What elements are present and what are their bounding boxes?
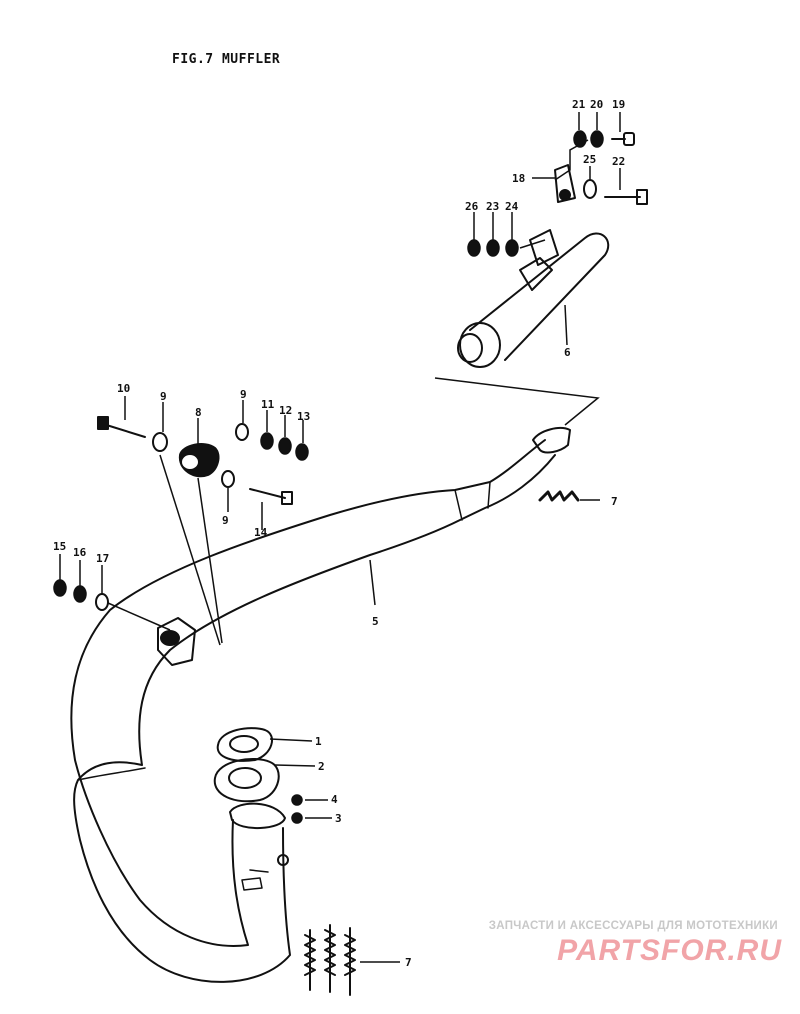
callout-9-c: 9 (222, 514, 229, 527)
exhaust-pipe (70, 427, 571, 983)
nut-4 (291, 794, 303, 806)
washer-25 (583, 179, 597, 199)
callout-11: 11 (261, 398, 275, 411)
spring-upper (538, 490, 580, 502)
callout-10: 10 (117, 382, 130, 395)
callout-1: 1 (315, 735, 322, 748)
nut-26 (467, 239, 481, 257)
bolt-14 (249, 488, 293, 505)
washer-9-lower (221, 470, 235, 488)
nut-23 (486, 239, 500, 257)
washer-9-left (152, 432, 168, 452)
callout-21: 21 (572, 98, 586, 111)
callout-2: 2 (318, 760, 325, 773)
bolt-3 (291, 812, 303, 824)
nut-15 (53, 579, 67, 597)
callout-9-a: 9 (160, 390, 167, 403)
nut-24 (505, 239, 519, 257)
figure-title: FIG.7 MUFFLER (172, 52, 281, 67)
callout-12: 12 (279, 404, 292, 417)
callout-26: 26 (465, 200, 479, 213)
bolt-10 (97, 416, 146, 438)
callout-7-lower: 7 (405, 956, 412, 969)
callout-14: 14 (254, 526, 268, 539)
muffler-bracket (554, 164, 576, 203)
callout-25: 25 (583, 153, 596, 166)
callout-4: 4 (331, 793, 338, 806)
callout-3: 3 (335, 812, 342, 825)
callout-6: 6 (564, 346, 571, 359)
nut-16 (73, 585, 87, 603)
nut-12 (278, 437, 292, 455)
callout-8: 8 (195, 406, 202, 419)
callout-19: 19 (612, 98, 625, 111)
muffler-body (457, 229, 610, 368)
callout-16: 16 (73, 546, 87, 559)
callout-18: 18 (512, 172, 525, 185)
callout-23: 23 (486, 200, 499, 213)
bolt-22 (604, 189, 648, 205)
callout-22: 22 (612, 155, 625, 168)
nut-13 (295, 443, 309, 461)
callout-7-upper: 7 (611, 495, 618, 508)
callout-15: 15 (53, 540, 66, 553)
mounting-rubber (178, 443, 220, 478)
spring-lower (304, 924, 356, 996)
exhaust-gasket (216, 727, 274, 762)
callout-17: 17 (96, 552, 109, 565)
callout-20: 20 (590, 98, 603, 111)
watermark-logo: PARTSFOR.RU (557, 934, 782, 967)
washer-17 (95, 593, 109, 611)
callout-9-b: 9 (240, 388, 247, 401)
bolt-19 (611, 132, 635, 146)
exhaust-flange (213, 758, 280, 803)
callout-5: 5 (372, 615, 379, 628)
watermark-caption: ЗАПЧАСТИ И АКСЕССУАРЫ ДЛЯ МОТОТЕХНИКИ (488, 920, 778, 932)
pipe-bracket (157, 617, 196, 666)
washer-9-right (235, 423, 249, 441)
callout-13: 13 (297, 410, 310, 423)
callout-24: 24 (505, 200, 519, 213)
nut-11 (260, 432, 274, 450)
nut-20 (590, 130, 604, 148)
